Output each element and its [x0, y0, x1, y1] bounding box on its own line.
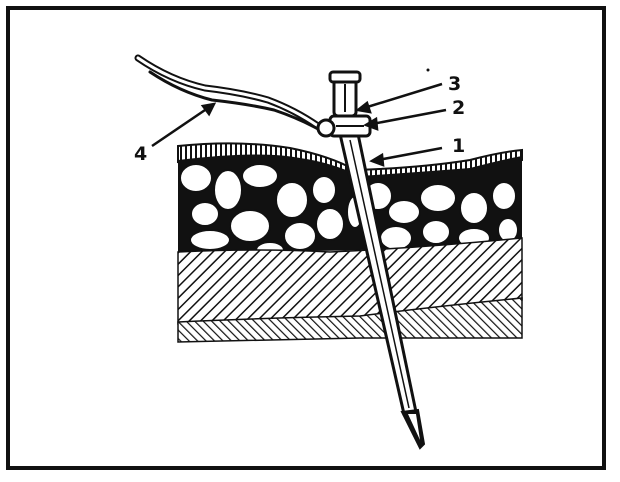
- collar: [330, 116, 370, 136]
- callout-4: 4: [134, 143, 147, 165]
- callout-3: 3: [448, 73, 461, 95]
- tubing: [138, 58, 320, 130]
- callout-1: 1: [452, 135, 465, 157]
- hub: [330, 72, 360, 116]
- callout-2: 2: [452, 97, 465, 119]
- connector-ball: [318, 120, 334, 136]
- speck: [427, 69, 430, 72]
